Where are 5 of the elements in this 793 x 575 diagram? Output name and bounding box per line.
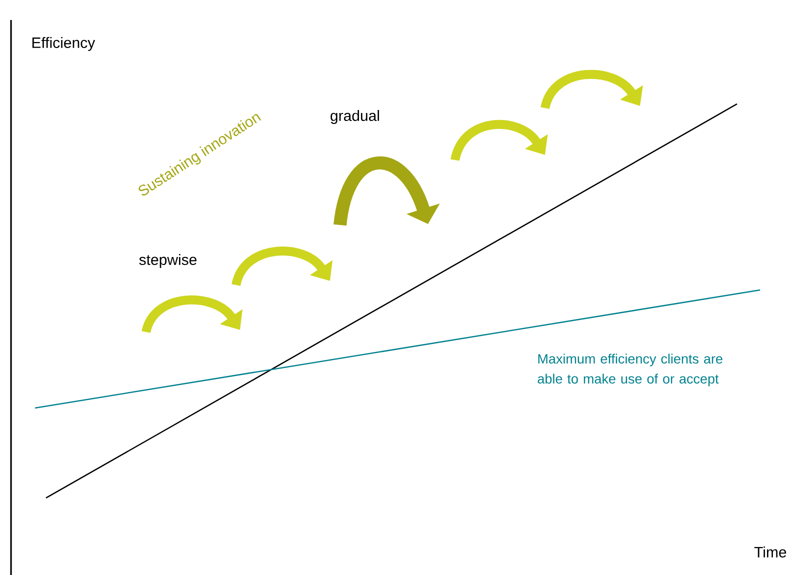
annotation-text: gradual (330, 110, 379, 124)
axis-label: Efficiency (32, 37, 96, 51)
annotation-text: stepwise (139, 254, 196, 268)
axis-label: Time (754, 546, 786, 558)
annotation-text: Maximum efficiency clients are able to make use of or accept (538, 354, 722, 386)
